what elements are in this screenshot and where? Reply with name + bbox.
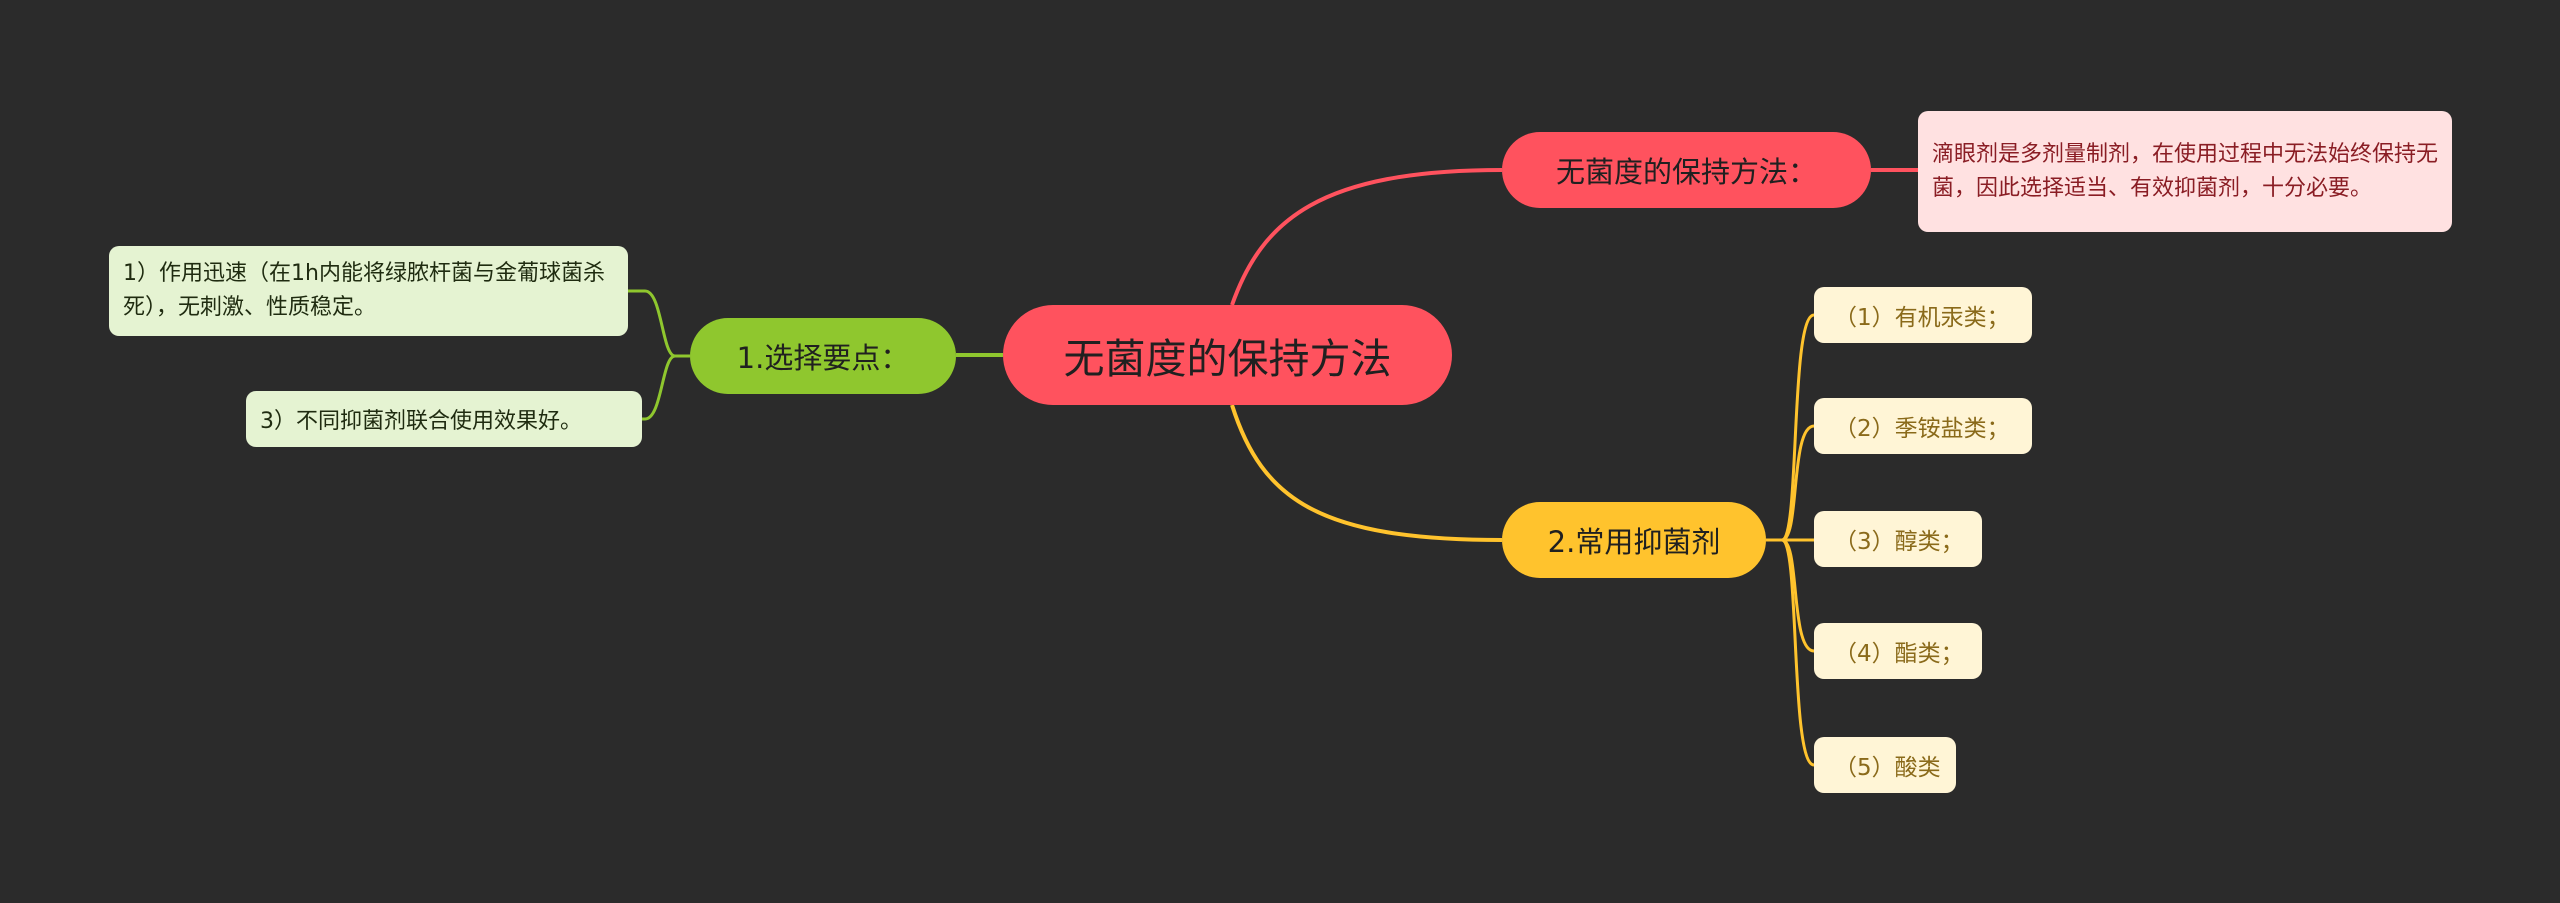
branch-topic-sterility-methods[interactable]: 无菌度的保持方法： [1502,132,1871,208]
connector-yellow-leaf-5 [1766,538,1815,767]
leaf-topic-acids[interactable]: （5）酸类 [1814,737,1956,793]
connector-root-red [1230,168,1503,306]
leaf-topic-esters[interactable]: （4）酯类； [1814,623,1982,679]
root-topic[interactable]: 无菌度的保持方法 [1003,305,1452,405]
leaf-topic-selection-1[interactable]: 1）作用迅速（在1h内能将绿脓杆菌与金葡球菌杀死），无刺激、性质稳定。 [109,246,628,336]
leaf-topic-selection-3[interactable]: 3）不同抑菌剂联合使用效果好。 [246,391,642,447]
leaf-topic-alcohols[interactable]: （3）醇类； [1814,511,1982,567]
leaf-topic-organic-mercury[interactable]: （1）有机汞类； [1814,287,2032,343]
connector-yellow-leaf-1 [1766,313,1815,542]
branch-topic-selection-points[interactable]: 1.选择要点： [690,318,956,394]
connector-yellow-leaf-2 [1766,424,1815,542]
connector-root-yellow [1230,404,1503,542]
leaf-topic-sterility-note[interactable]: 滴眼剂是多剂量制剂，在使用过程中无法始终保持无菌，因此选择适当、有效抑菌剂，十分… [1918,111,2452,232]
branch-topic-common-preservatives[interactable]: 2.常用抑菌剂 [1502,502,1766,578]
connector-green-leaf-2 [642,354,690,421]
connector-yellow-leaf-4 [1766,538,1815,653]
leaf-topic-quaternary-ammonium[interactable]: （2）季铵盐类； [1814,398,2032,454]
connector-green-leaf-1 [628,289,690,358]
